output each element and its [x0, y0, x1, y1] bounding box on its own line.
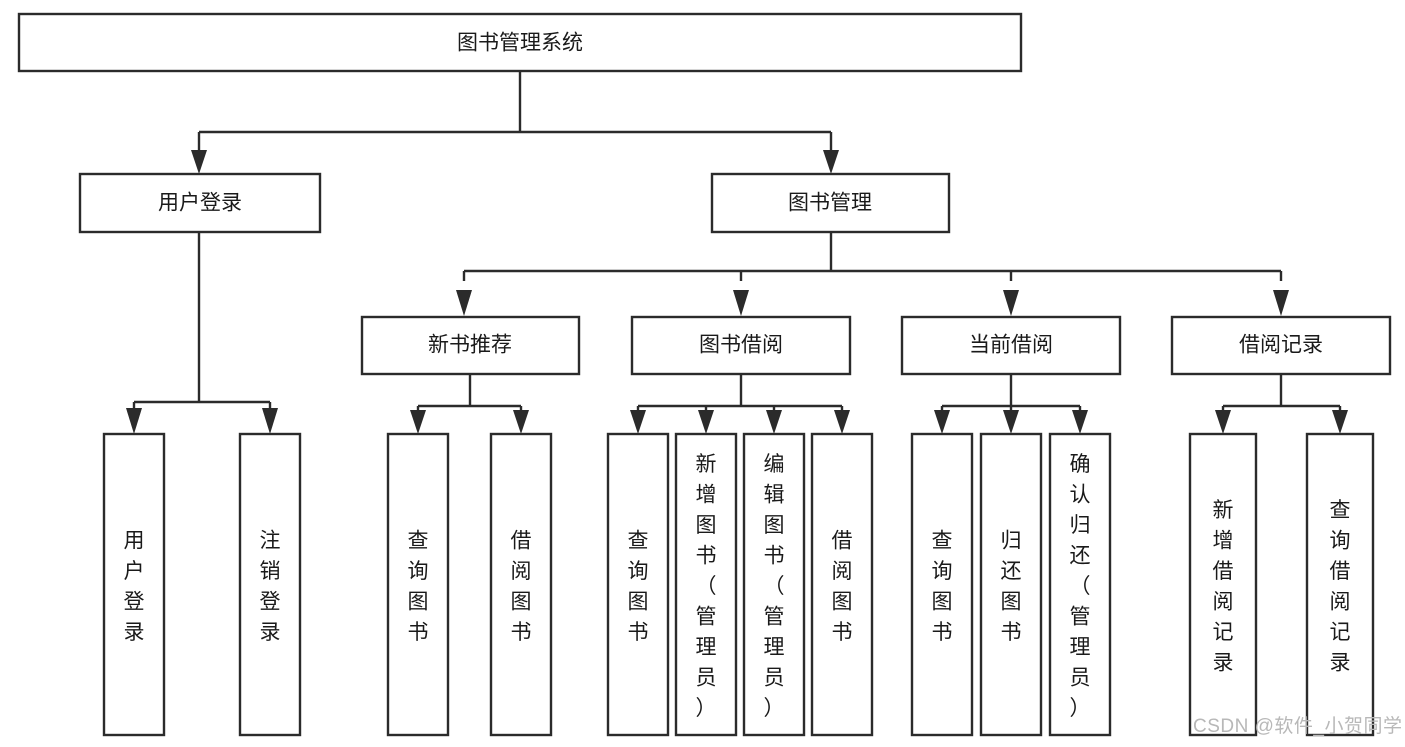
node-leaf-query-book-1[interactable]: 查询图书 [386, 432, 450, 737]
node-new-book-recommend-label: 新书推荐 [428, 334, 512, 357]
node-leaf-edit-book-label: 编辑图书（管理员） [764, 453, 785, 720]
node-leaf-query-book-3-box[interactable] [910, 432, 974, 737]
node-leaf-logout-login-label: 注销登录 [260, 529, 281, 644]
node-new-book-recommend-box[interactable] [360, 315, 581, 376]
node-borrow-record-label: 借阅记录 [1239, 334, 1323, 357]
node-leaf-edit-book[interactable]: 编辑图书（管理员） [742, 432, 806, 737]
node-leaf-logout-login[interactable]: 注销登录 [238, 432, 302, 737]
arrow-head-leaf-query-book-3 [934, 410, 950, 434]
node-leaf-return-book-box[interactable] [979, 432, 1043, 737]
node-leaf-query-book-3-label: 查询图书 [932, 529, 953, 644]
arrow-head-leaf-query-record [1332, 410, 1348, 434]
arrow-head-leaf-borrow-book-2 [834, 410, 850, 434]
node-leaf-add-record[interactable]: 新增借阅记录 [1188, 432, 1258, 737]
node-user-login-box[interactable] [78, 172, 322, 234]
arrow-head-borrow-record [1273, 290, 1289, 316]
node-leaf-borrow-book-2-box[interactable] [810, 432, 874, 737]
node-leaf-edit-book-box[interactable] [742, 432, 806, 737]
node-leaf-add-book[interactable]: 新增图书（管理员） [674, 432, 738, 737]
node-book-borrow-box[interactable] [630, 315, 852, 376]
arrow-head-leaf-edit-book [766, 410, 782, 434]
arrow-head-book-borrow [733, 290, 749, 316]
node-leaf-confirm-return-label: 确认归还（管理员） [1070, 453, 1091, 720]
node-borrow-record-box[interactable] [1170, 315, 1392, 376]
arrow-head-leaf-borrow-book-1 [513, 410, 529, 434]
node-borrow-record[interactable]: 借阅记录 [1170, 315, 1392, 376]
node-root-label: 图书管理系统 [457, 32, 583, 55]
node-root-box[interactable] [17, 12, 1023, 73]
node-leaf-add-book-label: 新增图书（管理员） [696, 453, 717, 720]
node-leaf-query-record-box[interactable] [1305, 432, 1375, 737]
node-user-login[interactable]: 用户登录 [78, 172, 322, 234]
node-leaf-return-book[interactable]: 归还图书 [979, 432, 1043, 737]
node-leaf-user-login[interactable]: 用户登录 [102, 432, 166, 737]
node-book-manage-box[interactable] [710, 172, 951, 234]
node-leaf-user-login-label: 用户登录 [124, 529, 145, 644]
node-leaf-borrow-book-1-box[interactable] [489, 432, 553, 737]
node-book-manage-label: 图书管理 [788, 192, 872, 215]
node-book-borrow[interactable]: 图书借阅 [630, 315, 852, 376]
node-leaf-query-book-2[interactable]: 查询图书 [606, 432, 670, 737]
node-leaf-query-book-1-box[interactable] [386, 432, 450, 737]
node-leaf-borrow-book-2-label: 借阅图书 [832, 529, 853, 644]
arrow-head-leaf-logout-login [262, 408, 278, 434]
node-book-manage[interactable]: 图书管理 [710, 172, 951, 234]
arrow-head-leaf-confirm-return [1072, 410, 1088, 434]
node-leaf-query-book-2-box[interactable] [606, 432, 670, 737]
node-leaf-query-book-3[interactable]: 查询图书 [910, 432, 974, 737]
node-leaf-borrow-book-1[interactable]: 借阅图书 [489, 432, 553, 737]
node-root[interactable]: 图书管理系统 [17, 12, 1023, 73]
node-leaf-query-record[interactable]: 查询借阅记录 [1305, 432, 1375, 737]
node-new-book-recommend[interactable]: 新书推荐 [360, 315, 581, 376]
node-leaf-confirm-return[interactable]: 确认归还（管理员） [1048, 432, 1112, 737]
node-leaf-confirm-return-box[interactable] [1048, 432, 1112, 737]
node-current-borrow-box[interactable] [900, 315, 1122, 376]
node-leaf-add-record-label: 新增借阅记录 [1213, 499, 1234, 675]
node-leaf-borrow-book-1-label: 借阅图书 [511, 529, 532, 644]
arrow-head-leaf-query-book-2 [630, 410, 646, 434]
arrow-head-leaf-query-book-1 [410, 410, 426, 434]
node-leaf-return-book-label: 归还图书 [1001, 529, 1022, 644]
node-leaf-add-book-box[interactable] [674, 432, 738, 737]
node-leaf-logout-login-box[interactable] [238, 432, 302, 737]
node-leaf-query-book-2-label: 查询图书 [628, 529, 649, 644]
arrow-head-leaf-user-login [126, 408, 142, 434]
node-leaf-query-record-label: 查询借阅记录 [1330, 499, 1351, 675]
arrow-head-leaf-add-record [1215, 410, 1231, 434]
node-leaf-add-record-box[interactable] [1188, 432, 1258, 737]
node-current-borrow[interactable]: 当前借阅 [900, 315, 1122, 376]
node-user-login-label: 用户登录 [158, 192, 242, 215]
node-leaf-borrow-book-2[interactable]: 借阅图书 [810, 432, 874, 737]
connector-layer [126, 71, 1348, 434]
node-leaf-user-login-box[interactable] [102, 432, 166, 737]
arrow-head-leaf-return-book [1003, 410, 1019, 434]
arrow-head-new-book-recommend [456, 290, 472, 316]
node-book-borrow-label: 图书借阅 [699, 334, 783, 357]
arrow-head-book-manage [823, 150, 839, 174]
node-leaf-query-book-1-label: 查询图书 [408, 529, 429, 644]
node-current-borrow-label: 当前借阅 [969, 334, 1053, 357]
arrow-head-current-borrow [1003, 290, 1019, 316]
arrow-head-user-login [191, 150, 207, 174]
arrow-head-leaf-add-book [698, 410, 714, 434]
